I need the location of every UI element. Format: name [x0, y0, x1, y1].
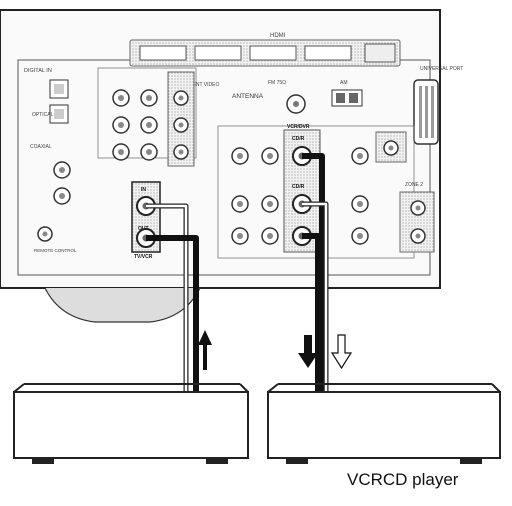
vcr-dvr-label: VCR/DVR	[287, 124, 310, 130]
digital-in-section: DIGITAL IN OPTICAL COAXIAL REMOTE CONTRO…	[24, 68, 77, 253]
hdmi-label: HDMI	[270, 33, 286, 39]
hdmi-port	[249, 45, 297, 61]
arrow-down-icon	[298, 335, 318, 368]
digital-in-label: DIGITAL IN	[24, 68, 52, 74]
right-device	[267, 383, 501, 464]
tv-vcr-label: TV/VCR	[134, 254, 153, 260]
hdmi-port	[304, 45, 352, 61]
universal-port-label: UNIVERSAL PORT	[420, 66, 463, 72]
signal-flow-arrows	[198, 330, 353, 370]
coaxial-label: COAXIAL	[30, 144, 52, 150]
zone2-section: ZONE 2	[399, 182, 435, 253]
arrow-down-outline-icon	[330, 334, 353, 370]
receiver-foot	[44, 287, 201, 323]
left-device	[13, 383, 249, 464]
antenna-section: ANTENNA FM 75Ω AM	[232, 80, 363, 114]
hdmi-port	[364, 43, 396, 63]
device-caption: VCRCD player	[347, 470, 459, 489]
fm75-label: FM 75Ω	[268, 80, 286, 86]
device-foot	[206, 458, 228, 464]
av-input-block: VCR/DVR CD/R CD/R	[217, 124, 415, 259]
antenna-label: ANTENNA	[232, 93, 264, 100]
component-video-section: COMPONENT VIDEO	[97, 67, 219, 167]
device-foot	[460, 458, 482, 464]
device-foot	[286, 458, 308, 464]
tv-vcr-section: IN OUT TV/VCR	[131, 181, 161, 260]
am-label: AM	[340, 80, 348, 86]
optical-label: OPTICAL	[32, 112, 54, 118]
right-device-cables	[302, 153, 329, 392]
hdmi-port	[139, 45, 187, 61]
device-foot	[32, 458, 54, 464]
in-label: IN	[141, 187, 146, 193]
cd-out-label: CD/R	[292, 184, 305, 190]
hdmi-section: HDMI	[129, 33, 401, 67]
left-device-cables	[146, 203, 199, 392]
universal-port-section: UNIVERSAL PORT	[413, 66, 463, 145]
remote-control-label: REMOTE CONTROL	[34, 248, 77, 253]
arrow-up-icon	[198, 330, 212, 370]
hdmi-port	[194, 45, 242, 61]
component-video-label: COMPONENT VIDEO	[170, 82, 219, 88]
zone2-label: ZONE 2	[405, 182, 423, 188]
cd-in-label: CD/R	[292, 136, 305, 142]
